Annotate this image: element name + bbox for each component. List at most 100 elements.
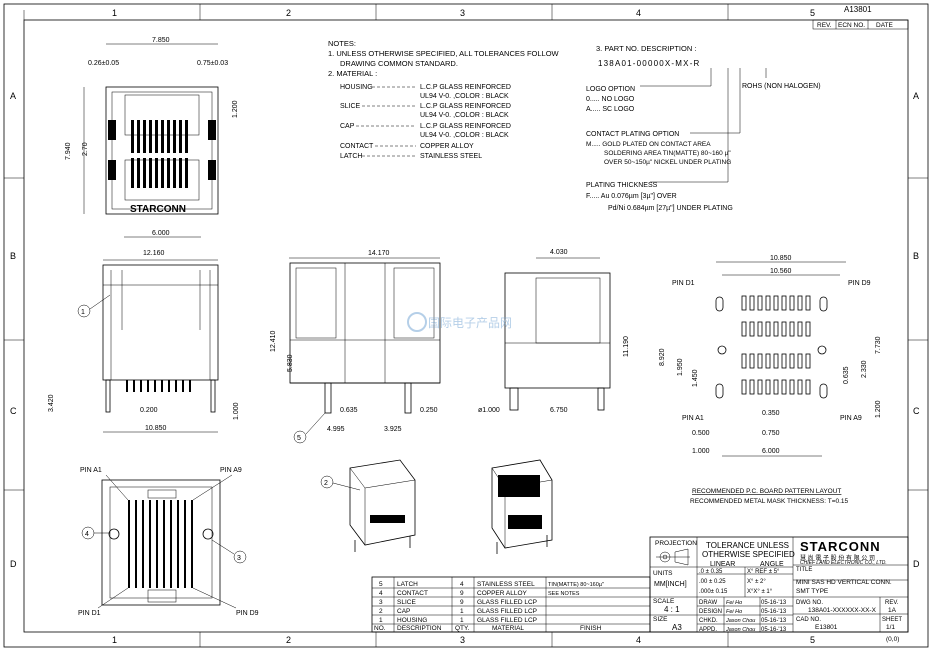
bom-desc-5: LATCH <box>397 581 418 588</box>
bottom-view-contacts <box>128 500 193 588</box>
dim-pcb-h: 8.920 <box>659 348 666 366</box>
pcb-pin-a1: PIN A1 <box>682 415 704 422</box>
grid-markers: 1 2 3 4 5 1 2 3 4 5 A B C D A B C D <box>4 4 928 647</box>
dim-pcb-c: 2.330 <box>861 360 868 378</box>
projection-label: PROJECTION <box>655 540 697 547</box>
pcb-caption-1: RECOMMENDED P.C. BOARD PATTERN LAYOUT <box>692 488 841 495</box>
dim-front-h: 3.420 <box>48 394 55 412</box>
isometric-view-2 <box>491 459 553 554</box>
balloon-2: 2 <box>324 480 328 487</box>
dim-pcb-a: 1.950 <box>677 358 684 376</box>
bottom-pin-a1: PIN A1 <box>80 467 102 474</box>
company-en: CHIEF LAND ELECTRONIC CO., LTD. <box>800 560 887 566</box>
dim-front-base: 10.850 <box>145 425 167 432</box>
balloon-4: 4 <box>85 531 89 538</box>
units-value: MM[INCH] <box>654 581 687 588</box>
bom-header-desc: DESCRIPTION <box>397 625 442 632</box>
notes-line1b: DRAWING COMMON STANDARD. <box>340 59 458 68</box>
date-design: 05-16-'13 <box>761 609 787 615</box>
notes-line2: 2. MATERIAL : <box>328 69 377 78</box>
row-label-c: C <box>10 406 17 416</box>
company-logo: STARCONN <box>800 539 881 554</box>
dim-top-bottom: 6.000 <box>152 230 170 237</box>
bom-qty-3: 9 <box>460 599 464 606</box>
mat-latch-spec1: STAINLESS STEEL <box>420 153 482 160</box>
balloon-3: 3 <box>237 555 241 562</box>
origin-label: (0,0) <box>886 636 899 643</box>
bom-finish-4: SEE NOTES <box>548 591 580 597</box>
col-label-5: 5 <box>810 8 815 18</box>
bom-mat-4: COPPER ALLOY <box>477 590 528 597</box>
date-chkd: 05-16-'13 <box>761 618 787 624</box>
notes-line1: 1. UNLESS OTHERWISE SPECIFIED, ALL TOLER… <box>328 49 560 58</box>
mat-latch: LATCH <box>340 153 362 160</box>
col-label-2: 2 <box>286 8 291 18</box>
pcb-pin-d9: PIN D9 <box>848 280 871 287</box>
design-label: DESIGN <box>699 609 722 615</box>
units-label: UNITS <box>653 570 673 577</box>
date-header: DATE <box>876 22 894 29</box>
bom-qty-4: 9 <box>460 590 464 597</box>
bom-table: 5 LATCH 4 STAINLESS STEEL TIN(MATTE) 80~… <box>371 576 651 633</box>
bottom-view: PIN A1 PIN A9 PIN D1 PIN D9 4 3 <box>78 467 259 617</box>
plating-m1: M..... GOLD PLATED ON CONTACT AREA <box>586 141 711 148</box>
logo-0: 0..... NO LOGO <box>586 96 635 103</box>
row-label-b-right: B <box>913 251 919 261</box>
scale-label: SCALE <box>653 598 675 605</box>
part-description: 3. PART NO. DESCRIPTION : 138A01-00000X-… <box>586 44 821 212</box>
sig-design: Fei Ho <box>726 609 742 615</box>
balloon-5: 5 <box>297 435 301 442</box>
end-view: 4.030 11.190 ø1.000 6.750 <box>478 249 630 414</box>
mat-cap-spec1: L.C.P GLASS REINFORCED <box>420 123 511 130</box>
bom-header-finish: FINISH <box>580 625 602 632</box>
row-label-a: A <box>10 91 16 101</box>
bom-no-4: 4 <box>379 590 383 597</box>
chkd-label: CHKD. <box>699 618 718 624</box>
isometric-view-1: 2 <box>320 459 416 552</box>
dim-pcb-h3: 0.750 <box>762 430 780 437</box>
thick-f: F..... Au 0.076µm [3µ"] OVER <box>586 193 677 200</box>
top-view-contacts <box>131 120 188 188</box>
col-label-1-bottom: 1 <box>112 635 117 645</box>
tol-ang-0: X° REF ± 5° <box>747 569 780 575</box>
sig-chkd: Jason Chou <box>725 618 755 624</box>
dim-pcb-h2: 7.730 <box>875 336 882 354</box>
date-draw: 05-16-'13 <box>761 600 787 606</box>
sig-appd: Jason Chou <box>725 627 755 633</box>
dim-side-mid: 5.830 <box>287 354 294 372</box>
bom-mat-3: GLASS FILLED LCP <box>477 599 537 606</box>
logo-a: A..... SC LOGO <box>586 106 635 113</box>
tol-lin-2: .000± 0.15 <box>699 589 728 595</box>
mat-housing-spec1: L.C.P GLASS REINFORCED <box>420 84 511 91</box>
date-appd: 05-16-'13 <box>761 627 787 633</box>
bom-desc-4: CONTACT <box>397 590 428 597</box>
scale-value: 4 : 1 <box>664 605 680 614</box>
dim-side-b: 0.250 <box>420 407 438 414</box>
bom-qty-5: 4 <box>460 581 464 588</box>
bom-qty-2: 1 <box>460 608 464 615</box>
mat-slice: SLICE <box>340 103 361 110</box>
plating-m2: SOLDERING AREA TIN(MATTE) 80~160 µ" <box>604 150 731 157</box>
col-label-4-bottom: 4 <box>636 635 641 645</box>
sheet-label: SHEET <box>882 617 902 623</box>
outer-frame <box>3 3 929 648</box>
dim-top-small-h: 2.70 <box>82 142 89 156</box>
draw-label: DRAW <box>699 600 717 606</box>
bottom-pin-d1: PIN D1 <box>78 610 101 617</box>
pcb-caption-2: RECOMMENDED METAL MASK THICKNESS: T=0.15 <box>690 498 849 505</box>
row-label-d: D <box>10 559 17 569</box>
sig-draw: Fei Ho <box>726 600 742 606</box>
dim-front-pin: 0.200 <box>140 407 158 414</box>
plating-title: CONTACT PLATING OPTION <box>586 131 679 138</box>
dim-top-height: 7.940 <box>65 142 72 160</box>
col-label-2-bottom: 2 <box>286 635 291 645</box>
bom-finish-5: TIN(MATTE) 80~160µ" <box>548 582 604 588</box>
bom-qty-1: 1 <box>460 617 464 624</box>
pcb-pin-d1: PIN D1 <box>672 280 695 287</box>
tol-lin-1: .00 ± 0.25 <box>699 579 726 585</box>
plating-m3: OVER 50~150µ" NICKEL UNDER PLATING <box>604 159 731 166</box>
mat-cap: CAP <box>340 123 355 130</box>
col-label-4: 4 <box>636 8 641 18</box>
row-label-d-right: D <box>913 559 920 569</box>
